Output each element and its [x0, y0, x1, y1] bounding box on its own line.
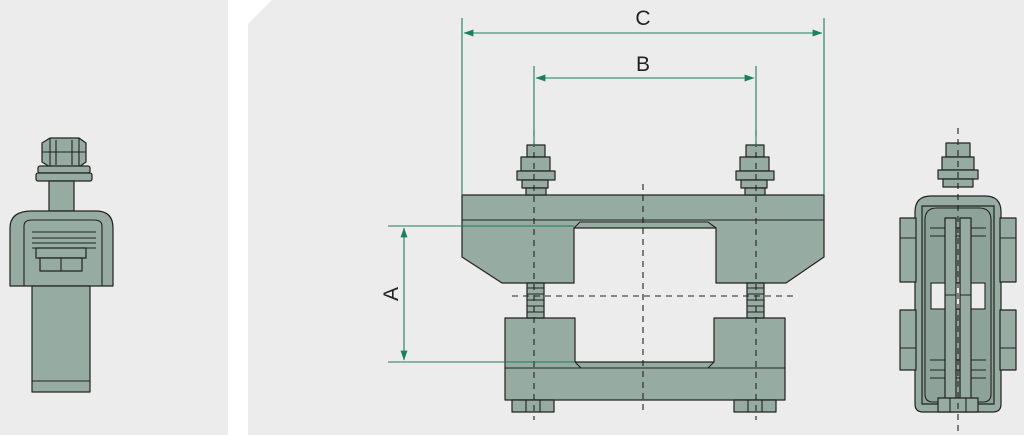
end-view: [899, 128, 1017, 432]
front-view: C B A: [380, 7, 825, 420]
dimension-label-a: A: [380, 287, 403, 301]
dimension-label-b: B: [636, 53, 650, 76]
side-view: [9, 137, 114, 393]
dimension-label-c: C: [635, 7, 650, 30]
